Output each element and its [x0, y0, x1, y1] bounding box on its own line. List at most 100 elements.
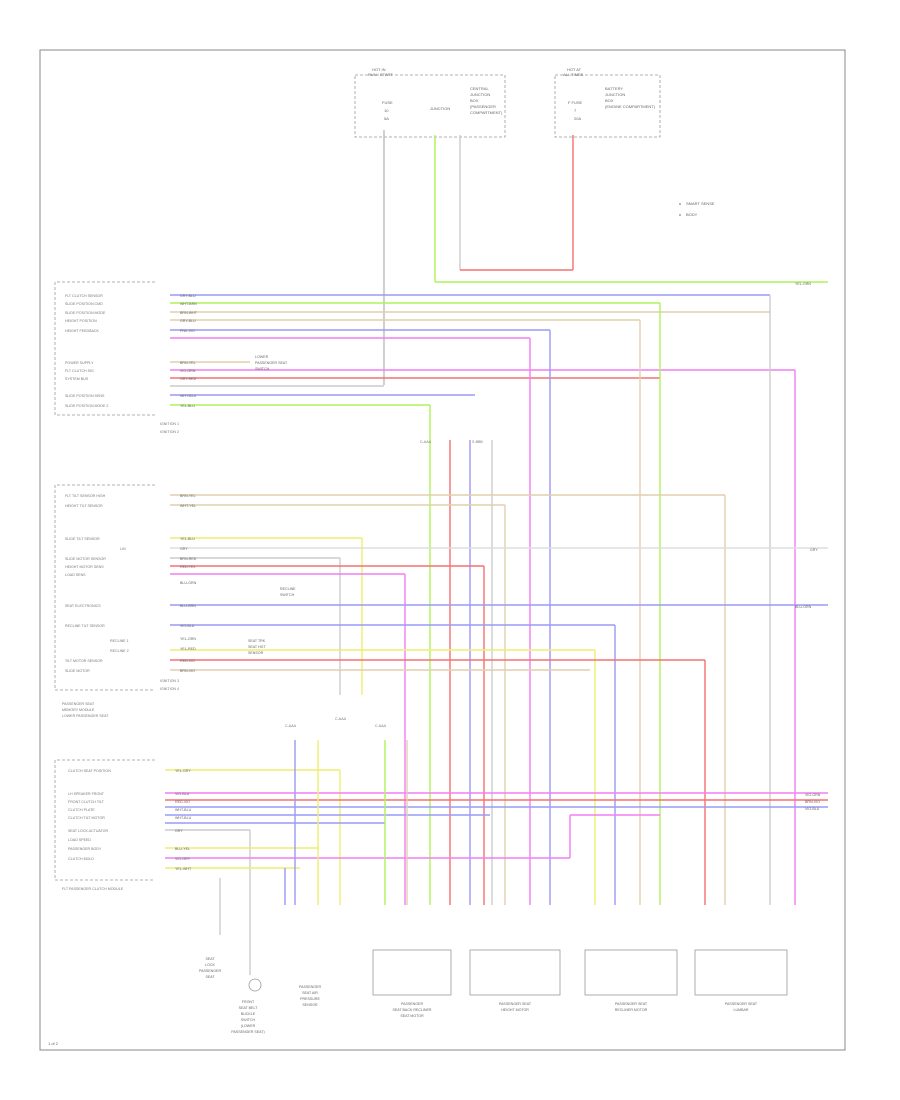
fuse-box-2-module-4: (ENGINE COMPARTMENT) — [605, 104, 656, 109]
connector-4: C-AAA — [335, 717, 347, 721]
module-3-pin-3: LH SPEAKER FRONT — [68, 792, 105, 796]
module-1-pin-8: FLT CLUTCH SIG — [65, 369, 94, 373]
motor-3-box — [584, 949, 678, 996]
module-2-side-note-1: RECLINE — [280, 587, 296, 591]
legend: SMART SENSE BODY — [679, 201, 715, 217]
module-1-wire-tags: GRY-BLU WHT-BRN BRN-WHT GRY-BLU PNK-VIO … — [180, 294, 288, 408]
module-2-tag-9: BLU-GRN — [180, 581, 197, 585]
switch-2-label-2: SEAT BELT — [239, 1006, 259, 1010]
module-3-pin-10: CLUTCH MOLD — [68, 857, 94, 861]
module-2-pin-7: SLIDE MOTOR SENSOR — [65, 557, 106, 561]
motor-4-box — [694, 949, 788, 996]
module-1-note-3: SWITCH — [255, 367, 270, 371]
bottom-components — [248, 949, 788, 996]
module-2-tag-6: GRY — [180, 547, 188, 551]
switch-2-label-5: (LOWER — [241, 1024, 256, 1028]
module-1-pin-2: SLIDE POSITION CMD — [65, 302, 103, 306]
module-2-tag-1: BRN-YEL — [180, 494, 196, 498]
module-1-pin-10: SLIDE POSITION SENS — [65, 394, 105, 398]
switch-label-3: PASSENGER — [199, 969, 222, 973]
module-1-tag-5: PNK-VIO — [180, 329, 195, 333]
bottom-labels: SEAT LOCK PASSENGER SEAT FRONT SEAT BELT… — [199, 957, 758, 1034]
right-label-mid-1: GRY — [810, 548, 818, 552]
switch-1-icon — [248, 978, 262, 992]
fuse-box-1-module-3: BOX — [470, 98, 479, 103]
module-2-pin-17: SLIDE MOTOR — [65, 669, 90, 673]
motor-1-box — [372, 949, 452, 996]
module-3-tag-10: YEL-WHT — [175, 867, 192, 871]
module-2-tag-16: RED-VIO — [180, 659, 195, 663]
module-2-tag-14: YEL-GRN — [180, 637, 196, 641]
module-2-pin-16: TILT MOTOR SENSOR — [65, 659, 103, 663]
module-3-pins: CLUTCH SEAT POSITION LH SPEAKER FRONT FR… — [62, 769, 124, 891]
module-3-tag-3: VIO-BLU — [175, 792, 190, 796]
connector-1-a: C-AAA — [420, 440, 432, 444]
module-1-pin-7: POWER SUPPLY — [65, 361, 94, 365]
right-label-mid-2: BLU-GRN — [795, 605, 812, 609]
motor-2-label-1: PASSENGER SEAT — [499, 1002, 532, 1006]
fuse-box-1-header-1: HOT IN — [372, 67, 386, 72]
module-3-tag-8: BLU-YEL — [175, 847, 190, 851]
motor-1-label-1: PASSENGER — [401, 1002, 424, 1006]
switch-2-label-6: PASSENGER SEAT) — [231, 1030, 264, 1034]
module-3-pin-8: LOAD SPEED — [68, 838, 91, 842]
right-label-bot-1: VIO-GRN — [805, 793, 821, 797]
module-1-tag-7: BRN-YEL — [180, 361, 196, 365]
switch-label-4: SEAT — [205, 975, 215, 979]
module-1-pins: FLT CLUTCH SENSOR SLIDE POSITION CMD SLI… — [65, 294, 179, 434]
fuse-box-2-header-1: HOT AT — [567, 67, 582, 72]
module-3-pin-1: CLUTCH SEAT POSITION — [68, 769, 111, 773]
module-2-pin-5: SLIDE TILT SENSOR — [65, 537, 100, 541]
module-1-note-1: LOWER — [255, 355, 269, 359]
module-2-tag-17: BRN-VIO — [180, 669, 195, 673]
fuse-box-2-fuse-amp: 20A — [574, 116, 581, 121]
module-3-tag-9: VIO-GRY — [175, 857, 191, 861]
fuse-box-1-fuse-num: 10 — [384, 108, 389, 113]
fuse-box-2-module-1: BATTERY — [605, 86, 623, 91]
diagram-frame — [39, 49, 846, 1051]
module-2-pin-6: LIN — [120, 547, 126, 551]
module-2-tag-13: VIO-BLU — [180, 624, 195, 628]
module-2-tag-2: WHT-YEL — [180, 504, 196, 508]
motor-2-label-2: HEIGHT MOTOR — [501, 1008, 529, 1012]
module-1-note-2: PASSENGER SEAT — [255, 361, 288, 365]
motor-3-label-2: RECLINER MOTOR — [615, 1008, 648, 1012]
module-2-pin-1: FLT TILT SENSOR HIGH — [65, 494, 106, 498]
module-1-tag-2: WHT-BRN — [180, 302, 197, 306]
module-1-tag-9: GRY-RED — [180, 377, 197, 381]
fuse-box-1-fuse-amp: 5A — [384, 116, 389, 121]
module-1-tag-11: YEL-BLU — [180, 404, 195, 408]
module-1-pin-1: FLT CLUTCH SENSOR — [65, 294, 103, 298]
legend-item-2: BODY — [686, 212, 698, 217]
legend-item-1: SMART SENSE — [686, 201, 715, 206]
module-brackets — [54, 281, 155, 881]
module-1-tag-10: WHT-BLU — [180, 394, 197, 398]
module-1-pin-4: HEIGHT POSITION — [65, 319, 97, 323]
module-1-pin-5: HEIGHT FEEDBACK — [65, 329, 99, 333]
wire-layer — [165, 130, 828, 975]
switch-2-label-1: FRONT — [242, 1000, 255, 1004]
fuse-box-2: HOT AT ALL TIMES F FUSE 7 20A BATTERY JU… — [554, 67, 661, 138]
module-2-pins: FLT TILT SENSOR HIGH HEIGHT TILT SENSOR … — [62, 494, 179, 718]
switch-label-1: SEAT — [205, 957, 215, 961]
fuse-box-1-module-4: (PASSENGER — [470, 104, 496, 109]
sensor-label-3: PRESSURE — [300, 997, 320, 1001]
connector-2: C-AAA — [285, 724, 297, 728]
module-3-pin-6: CLUTCH TILT MOTOR — [68, 816, 105, 820]
motor-4-label-1: PASSENGER SEAT — [725, 1002, 758, 1006]
module-3-tag-4: RED-VIO — [175, 800, 190, 804]
module-1-pin-12: IGNITION 1 — [160, 422, 179, 426]
right-labels: YEL-GRN GRY BLU-GRN VIO-GRN BRN-VIO VIO-… — [795, 282, 821, 811]
module-2-pin-18: IGNITION 3 — [160, 679, 179, 683]
fuse-box-2-module-2: JUNCTION — [605, 92, 625, 97]
fuse-box-1-header-2: RUN / START — [368, 72, 393, 77]
module-1-tag-3: BRN-WHT — [180, 311, 198, 315]
module-2-side-note-2: SWITCH — [280, 593, 295, 597]
motor-1-label-3: SEAT MOTOR — [400, 1014, 424, 1018]
module-3-tag-6: WHT-BLU — [175, 816, 192, 820]
right-label-bot-2: BRN-VIO — [805, 800, 820, 804]
right-label-top: YEL-GRN — [795, 282, 811, 286]
module-1-tag-1: GRY-BLU — [180, 294, 196, 298]
module-3-wire-tags: YEL-GRY VIO-BLU RED-VIO WHT-BLU WHT-BLU … — [175, 769, 192, 871]
